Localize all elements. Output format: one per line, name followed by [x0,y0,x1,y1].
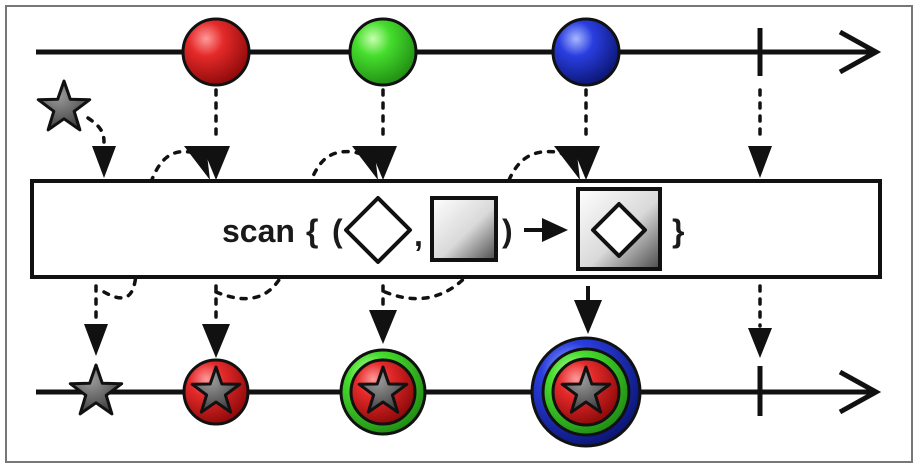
operator-brace-open: { [306,213,318,249]
arrowhead-feedback-1 [184,146,210,180]
operator-paren-open: ( [332,213,343,249]
arrowhead-feedback-2 [352,146,378,180]
operator-arrowhead [542,218,568,242]
input-marble-red [181,17,251,87]
operator-paren-close: ) [502,213,513,249]
arrowhead-feedback-3 [554,146,580,180]
operator-comma: , [414,217,423,253]
arrowhead-out-green [369,310,397,344]
output-timeline-arrowhead [838,369,882,415]
star-icon [560,365,612,414]
output-marble-red-green-blue [530,336,642,448]
arrowhead-seed [92,146,116,178]
input-timeline-arrowhead [838,29,882,75]
input-marble-blue [551,17,621,87]
output-marble-seed [68,363,124,416]
output-marble-red [182,358,250,426]
output-marble-red-green [339,348,427,436]
output-timeline [36,366,882,416]
input-marble-green [348,17,418,87]
accumulator-diamond-icon [344,196,412,264]
arrowhead-blue [572,146,600,180]
arrowhead-out-red [202,324,230,358]
arrowhead-out-blue [574,300,602,334]
value-square-icon [430,196,498,262]
arrowhead-out-seed [84,324,108,356]
operator-brace-close: } [672,213,684,249]
seed-star-icon [36,79,92,132]
arrowhead-green [369,146,397,180]
arrowhead-red [202,146,230,180]
input-timeline [36,28,882,76]
star-icon [357,365,409,414]
arrowhead-out-complete [748,328,772,358]
star-icon [68,363,124,416]
star-icon [190,365,242,414]
result-diamond-icon [591,202,647,258]
arrowhead-complete [748,146,772,178]
operator-name: scan [222,213,295,249]
arrow-seed-curve [86,116,106,144]
operator-to-output-arrows [94,284,762,328]
output-arrowheads [84,300,772,358]
input-arrowheads [92,146,772,180]
